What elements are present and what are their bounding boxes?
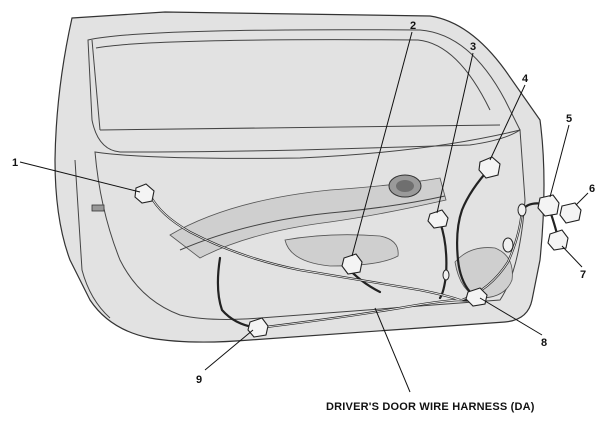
- callout-6: 6: [589, 183, 595, 195]
- callout-7: 7: [580, 269, 586, 281]
- leader-lines: [19, 31, 589, 393]
- harness-caption: DRIVER'S DOOR WIRE HARNESS (DA): [326, 401, 535, 413]
- callout-3: 3: [470, 41, 476, 53]
- grommet: [502, 237, 514, 253]
- connector-4: [478, 156, 501, 179]
- door-inner-panel: [94, 129, 526, 320]
- callout-9: 9: [196, 374, 202, 386]
- connector-5: [537, 194, 560, 217]
- clip: [442, 269, 450, 281]
- connector-6: [559, 202, 582, 224]
- connector-7: [547, 229, 569, 251]
- door-outer-shell: [54, 11, 545, 343]
- connector-9: [247, 317, 269, 338]
- door-pull-pocket: [284, 234, 399, 267]
- callout-1: 1: [12, 157, 18, 169]
- callout-2: 2: [410, 20, 416, 32]
- armrest: [169, 177, 447, 259]
- connector-2: [341, 253, 363, 275]
- connector-8: [465, 287, 488, 307]
- callout-8: 8: [541, 337, 547, 349]
- window-frame: [87, 29, 521, 153]
- connector-1: [134, 183, 155, 204]
- connector-3: [427, 209, 449, 229]
- callout-5: 5: [566, 113, 572, 125]
- callout-4: 4: [522, 73, 529, 85]
- grommet: [517, 203, 527, 217]
